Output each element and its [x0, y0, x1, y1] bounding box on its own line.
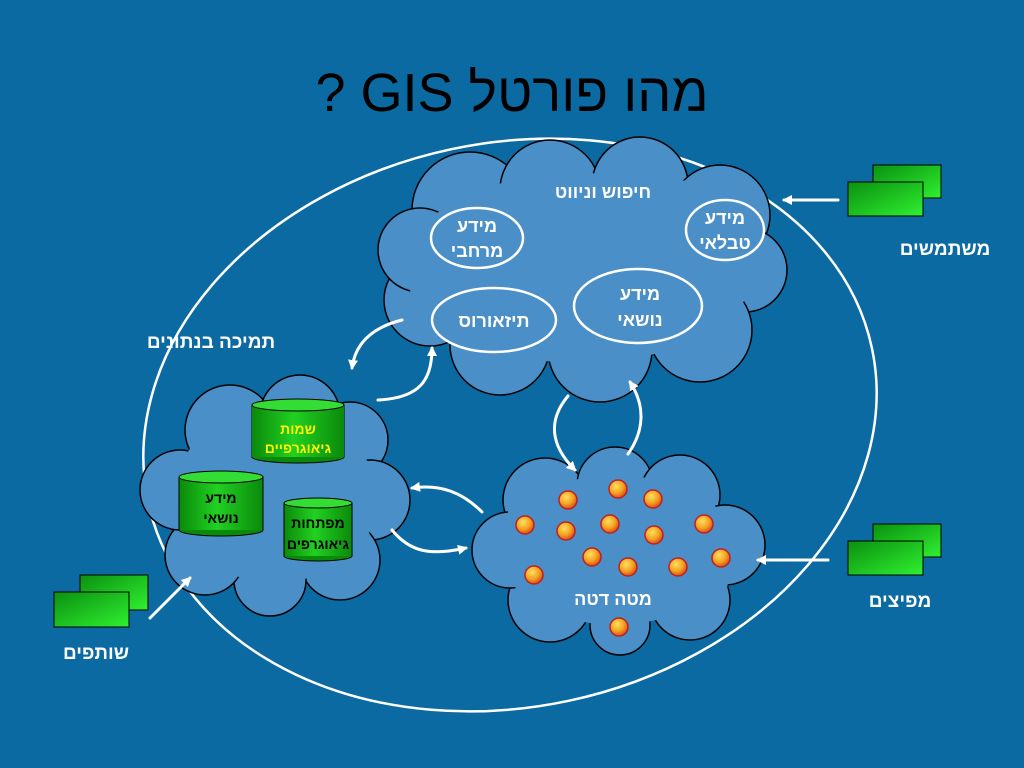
geo-names-cylinder: שמות גיאוגרפיים: [251, 398, 345, 464]
metadata-nodes: [515, 479, 731, 637]
metadata-node: [694, 514, 714, 534]
metadata-node: [558, 490, 578, 510]
spatial-info-line2: מרחבי: [451, 241, 503, 261]
slide-title: מהו פורטל GIS ?: [315, 63, 709, 123]
distributors-label: מפיצים: [869, 591, 932, 612]
geo-names-line2: גיאוגרפיים: [265, 440, 332, 456]
arrow-data-support-to-metadata: [390, 528, 468, 555]
tabular-info-line2: טבלאי: [699, 233, 751, 253]
geo-keys-line2: גיאוגרפים: [287, 536, 350, 552]
search-navigation-cloud: [377, 136, 788, 403]
geo-keys-line1: מפתחות: [291, 515, 344, 531]
metadata-node: [643, 489, 663, 509]
partners-label: שותפים: [63, 643, 129, 664]
metadata-node: [618, 557, 638, 577]
geo-names-line1: שמות: [280, 421, 316, 437]
metadata-node: [644, 525, 664, 545]
metadata-node: [524, 565, 544, 585]
topical-data-line1: מידע: [205, 490, 236, 506]
topical-info-bubble: מידע נושאי: [572, 267, 704, 345]
topical-data-cylinder: מידע נושאי: [178, 470, 264, 537]
metadata-label: מטה דטה: [574, 589, 652, 609]
tabular-info-line1: מידע: [705, 208, 745, 228]
spatial-info-bubble: מידע מרחבי: [429, 206, 525, 270]
metadata-node: [600, 514, 620, 534]
metadata-node: [711, 548, 731, 568]
arrow-data-support-to-search: [376, 346, 437, 402]
topical-data-line2: נושאי: [203, 510, 238, 526]
search-cloud-label: חיפוש וניווט: [555, 182, 651, 202]
users-actor-icon: [847, 164, 942, 217]
data-support-label: תמיכה בנתונים: [147, 332, 275, 353]
topical-info-line2: נושאי: [617, 310, 662, 330]
metadata-node: [515, 515, 535, 535]
metadata-node: [668, 557, 688, 577]
arrow-metadata-to-search: [626, 380, 643, 456]
tabular-info-bubble: מידע טבלאי: [684, 198, 766, 262]
thesaurus-label: תיזאורוס: [458, 311, 529, 331]
metadata-node: [609, 617, 629, 637]
arrow-search-to-metadata: [553, 394, 577, 472]
arrow-partners-in: [148, 576, 192, 620]
partners-actor-icon: [53, 574, 149, 628]
spatial-info-line1: מידע: [457, 216, 497, 236]
geo-keys-cylinder: מפתחות גיאוגרפים: [283, 497, 353, 562]
arrow-search-to-data-support: [348, 318, 404, 370]
metadata-node: [556, 521, 576, 541]
metadata-node: [582, 547, 602, 567]
thesaurus-bubble: תיזאורוס: [430, 286, 558, 354]
arrow-metadata-to-data-support: [410, 481, 484, 514]
topical-info-line1: מידע: [620, 284, 660, 304]
metadata-node: [608, 479, 628, 499]
distributors-actor-icon: [847, 523, 942, 576]
users-label: משתמשים: [900, 239, 991, 260]
